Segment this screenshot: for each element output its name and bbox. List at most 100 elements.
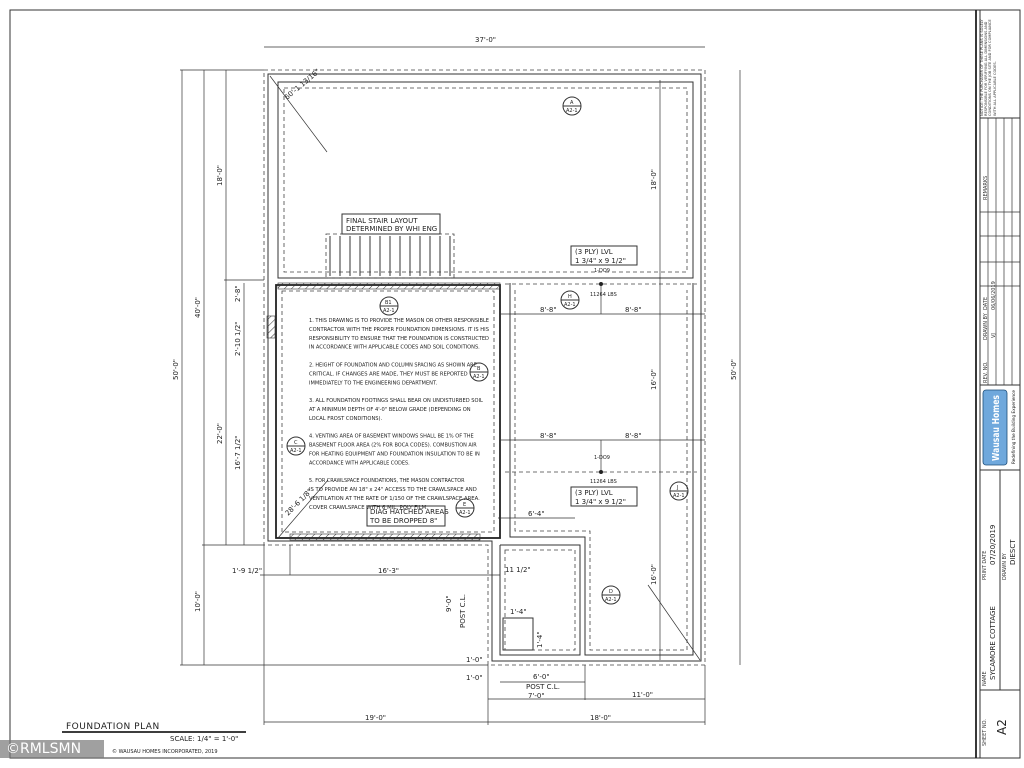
svg-text:Redefining the Building Experi: Redefining the Building Experience xyxy=(1011,389,1016,464)
dim-7-0: 7'-0" xyxy=(528,692,545,700)
drawn-by-label: DRAWN BY xyxy=(1002,552,1008,580)
lvl-lower-line1: (3 PLY) LVL xyxy=(575,489,613,497)
note-line: COVER CRAWLSPACE WITH 6 MIL. POLY FILM. xyxy=(309,505,428,511)
dim-beam-upper-r: 8'-8" xyxy=(625,306,642,314)
dim-top: 37'-0" xyxy=(475,36,496,44)
dim-beam-lower-r: 8'-8" xyxy=(625,432,642,440)
dim-left-10: 10'-0" xyxy=(194,591,202,612)
svg-text:A2-1: A2-1 xyxy=(605,597,617,603)
svg-text:A2-1: A2-1 xyxy=(564,302,576,308)
svg-text:J: J xyxy=(676,485,678,491)
dim-right-16b: 16'-0" xyxy=(650,564,658,585)
note-line: FOR HEATING EQUIPMENT AND FOUNDATION INS… xyxy=(309,452,480,458)
title-block: SHEET NO. A2 NAME SYCAMORE COTTAGE PRINT… xyxy=(980,19,1020,746)
dim-beam-lower-l: 8'-8" xyxy=(540,432,557,440)
dim-left-22: 22'-0" xyxy=(216,423,224,444)
stair-layout xyxy=(325,233,455,279)
svg-text:E: E xyxy=(463,502,466,508)
general-notes: 1. THIS DRAWING IS TO PROVIDE THE MASON … xyxy=(309,318,489,511)
svg-text:A2-1: A2-1 xyxy=(459,510,471,516)
dim-left-16-7: 16'-7 1/2" xyxy=(234,435,242,470)
note-line: IMMEDIATELY TO THE ENGINEERING DEPARTMEN… xyxy=(309,380,437,386)
section-marker-b: BA2-1 xyxy=(469,362,489,382)
beams xyxy=(500,80,705,660)
dim-left-2-10: 2'-10 1/2" xyxy=(234,321,242,356)
note-line: BASEMENT FLOOR AREA (2% FOR BOCA CODES).… xyxy=(309,443,477,449)
wausau-homes-logo: Wausau Homes Redefining the Building Exp… xyxy=(982,389,1016,466)
dim-11-5: 11 1/2" xyxy=(505,566,531,574)
section-marker-e: E A2-1 xyxy=(455,498,475,518)
svg-text:A2-1: A2-1 xyxy=(473,374,485,380)
note-line: IS TO PROVIDE AN 18" x 24" ACCESS TO THE… xyxy=(309,487,477,493)
name-label: NAME xyxy=(982,671,988,686)
dim-left-40: 40'-0" xyxy=(194,297,202,318)
hatch-note-line1: DIAG HATCHED AREAS xyxy=(370,508,449,516)
disclaimer: NOTICE: THE PURCHASER OF THESE PLANS IS … xyxy=(980,19,997,116)
note-line: RESPONSIBILITY TO ENSURE THAT THE FOUNDA… xyxy=(309,336,489,342)
dim-6-0: 6'-0" xyxy=(533,673,550,681)
print-date-label: PRINT DATE xyxy=(982,551,988,580)
dim-bottom-18: 18'-0" xyxy=(590,714,611,722)
dim-left-total: 50'-0" xyxy=(172,359,180,380)
note-line: 2. HEIGHT OF FOUNDATION AND COLUMN SPACI… xyxy=(309,363,477,369)
lvl-upper-line1: (3 PLY) LVL xyxy=(575,248,613,256)
section-marker-h: H A2-1 xyxy=(560,290,580,310)
section-marker-a: A A2-1 xyxy=(562,96,582,116)
dim-16-3: 16'-3" xyxy=(378,567,399,575)
svg-text:H: H xyxy=(568,294,572,300)
drawing-title: FOUNDATION PLAN xyxy=(66,722,160,732)
dim-1-0-b: 1'-0" xyxy=(466,674,483,682)
post-label-upper: 1-DO9 xyxy=(594,268,610,274)
section-marker-j: J A2-1 xyxy=(669,481,689,501)
dim-right-16a: 16'-0" xyxy=(650,369,658,390)
svg-text:A: A xyxy=(570,100,574,106)
sheet-label: SHEET NO. xyxy=(982,719,988,746)
stair-note-line1: FINAL STAIR LAYOUT xyxy=(346,217,418,225)
drawing-scale: SCALE: 1/4" = 1'-0" xyxy=(170,735,238,743)
note-line: VENTILATION AT THE RATE OF 1/150 OF THE … xyxy=(309,496,480,502)
dim-11-0: 11'-0" xyxy=(632,691,653,699)
stair-note-line2: DETERMINED BY WHI ENG xyxy=(346,225,437,233)
dim-left-18: 18'-0" xyxy=(216,165,224,186)
svg-text:A2-1: A2-1 xyxy=(383,308,395,314)
dim-post-cl-vertical: POST C.L. xyxy=(459,594,467,628)
svg-text:Wausau Homes: Wausau Homes xyxy=(991,395,1002,461)
note-line: CONTRACTOR WITH THE PROPER FOUNDATION DI… xyxy=(309,327,489,333)
dim-1-0-a: 1'-0" xyxy=(466,656,483,664)
svg-text:A2-1: A2-1 xyxy=(290,448,302,454)
section-marker-c: CA2-1 xyxy=(286,436,306,456)
note-line: 4. VENTING AREA OF BASEMENT WINDOWS SHAL… xyxy=(309,434,474,440)
svg-text:A2-1: A2-1 xyxy=(673,493,685,499)
note-line: 5. FOR CRAWLSPACE FOUNDATIONS, THE MASON… xyxy=(309,478,465,484)
note-line: 3. ALL FOUNDATION FOOTINGS SHALL BEAR ON… xyxy=(309,398,483,404)
stair-note-box xyxy=(341,213,441,235)
drawn-by: DIESCT xyxy=(1009,539,1017,565)
dim-1-4-horizontal: 1'-4" xyxy=(510,608,527,616)
post-label-lower: 1-DO9 xyxy=(594,455,610,461)
dim-left-2-8: 2'-8" xyxy=(234,285,242,302)
section-marker-d: D A2-1 xyxy=(601,585,621,605)
dim-beam-upper-l: 8'-8" xyxy=(540,306,557,314)
svg-text:REV. NO.: REV. NO. xyxy=(983,361,989,383)
dim-1-4-vertical: 1'-4" xyxy=(536,631,544,648)
svg-text:06/06/2019: 06/06/2019 xyxy=(991,281,997,310)
note-line: LOCAL FROST CONDITIONS). xyxy=(309,416,383,422)
project-name: SYCAMORE COTTAGE xyxy=(989,606,997,680)
svg-text:DRAWN BY: DRAWN BY xyxy=(983,312,989,340)
dim-1-9: 1'-9 1/2" xyxy=(232,567,262,575)
dimension-lines xyxy=(180,46,741,725)
diag-upper-dim: 60'-1 13/16" xyxy=(283,67,321,101)
dim-post-cl-horizontal: POST C.L. xyxy=(526,683,560,691)
lvl-upper-line2: 1 3/4" x 9 1/2" xyxy=(575,257,626,265)
sheet-number: A2 xyxy=(995,719,1009,735)
note-line: IN ACCORDANCE WITH APPLICABLE CODES AND … xyxy=(309,345,480,351)
svg-text:A2-1: A2-1 xyxy=(566,108,578,114)
note-line: CRITICAL. IF CHANGES ARE MADE, THEY MUST… xyxy=(309,371,468,377)
note-line: AT A MINIMUM DEPTH OF 4'-0" BELOW GRADE … xyxy=(309,407,471,413)
copyright: © WAUSAU HOMES INCORPORATED, 2019 xyxy=(112,748,218,755)
hatch-note-box xyxy=(366,505,446,527)
svg-text:D: D xyxy=(609,589,613,595)
dim-9-0: 9'-0" xyxy=(445,595,453,612)
